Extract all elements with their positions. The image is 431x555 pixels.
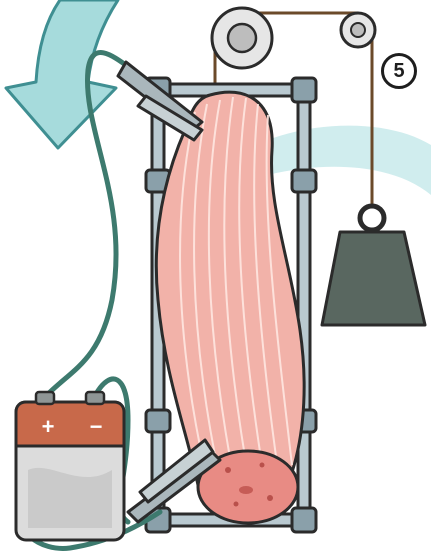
step-number-text: 5 — [393, 60, 404, 83]
pulley-left-icon — [212, 8, 272, 68]
battery-icon: + − — [16, 392, 124, 540]
step-number-badge: 5 — [381, 53, 417, 89]
battery-positive-sign: + — [42, 414, 55, 439]
pulley-right-icon — [341, 13, 375, 47]
weight-icon — [322, 206, 425, 325]
curved-arrow-icon — [6, 0, 118, 148]
battery-negative-sign: − — [90, 414, 103, 439]
